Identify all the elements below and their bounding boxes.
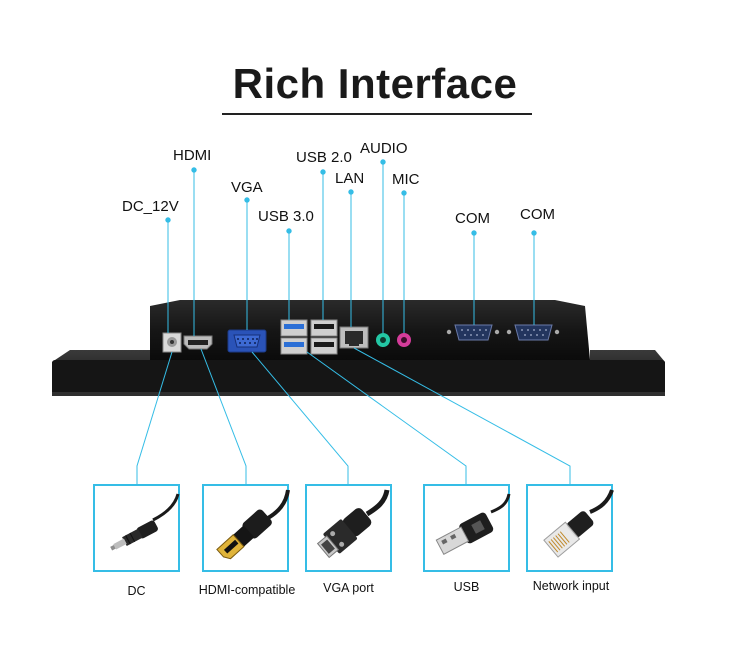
card-leader-lines (136, 347, 571, 484)
label-lan: LAN (335, 170, 365, 187)
vga-plug-icon (316, 489, 390, 559)
dc-plug-icon (110, 493, 180, 551)
hdmi-plug-icon (216, 489, 290, 560)
label-vga: VGA (231, 179, 263, 196)
caption-network: Network input (532, 579, 610, 593)
caption-vga: VGA port (323, 581, 374, 595)
card-vga (305, 484, 392, 572)
lan-port (339, 326, 369, 349)
usb3-ports (280, 319, 308, 355)
label-com-2: COM (520, 206, 555, 223)
caption-usb: USB (453, 580, 480, 594)
audio-jack-port (376, 333, 390, 347)
card-network (526, 484, 614, 572)
vga-port (227, 329, 267, 353)
label-usb2: USB 2.0 (296, 149, 352, 166)
card-usb (423, 484, 511, 572)
usb-plug-icon (435, 493, 511, 555)
label-usb3: USB 3.0 (258, 208, 314, 225)
monitor-bezel (52, 350, 665, 396)
card-hdmi (202, 484, 290, 572)
hdmi-port (183, 335, 213, 350)
port-leader-lines (165, 159, 537, 336)
caption-hdmi: HDMI-compatible (198, 583, 296, 597)
com-port-2 (506, 324, 560, 341)
title-underline (222, 113, 532, 115)
com-port-1 (446, 324, 500, 341)
rj45-plug-icon (543, 489, 614, 558)
page-title: Rich Interface (232, 60, 518, 107)
label-mic: MIC (392, 171, 420, 188)
label-hdmi: HDMI (173, 147, 212, 164)
label-audio: AUDIO (360, 140, 408, 157)
label-dc-12v: DC_12V (122, 198, 179, 215)
label-com-1: COM (455, 210, 490, 227)
mic-jack-port (397, 333, 411, 347)
card-dc (93, 484, 180, 572)
dc-jack-port (162, 332, 182, 353)
usb2-ports (310, 319, 338, 355)
caption-dc: DC (127, 584, 146, 598)
